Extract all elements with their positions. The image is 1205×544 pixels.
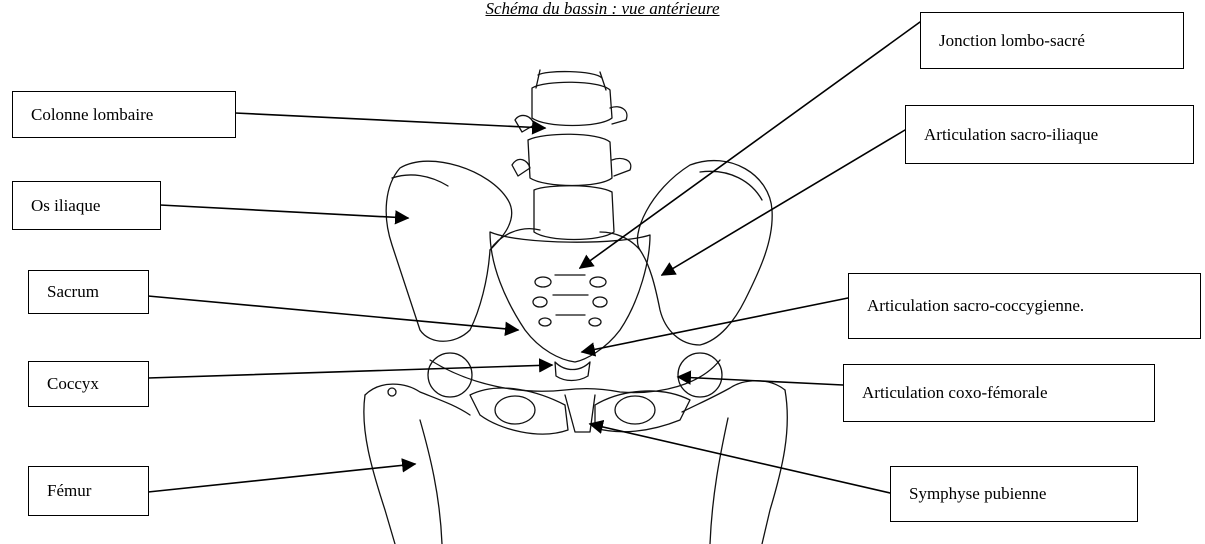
label-articulation-sacro-iliaque: Articulation sacro-iliaque (905, 105, 1194, 164)
coccyx-and-pubis-drawing (430, 360, 720, 434)
label-sacrum: Sacrum (28, 270, 149, 314)
label-articulation-coxo-femorale: Articulation coxo-fémorale (843, 364, 1155, 422)
label-symphyse-pubienne: Symphyse pubienne (890, 466, 1138, 522)
label-os-iliaque: Os iliaque (12, 181, 161, 230)
label-femur: Fémur (28, 466, 149, 516)
label-coccyx: Coccyx (28, 361, 149, 407)
label-articulation-sacro-coccygienne: Articulation sacro-coccygienne. (848, 273, 1201, 339)
right-iliac-drawing (600, 161, 772, 345)
left-femur-drawing (364, 353, 472, 544)
left-iliac-drawing (386, 161, 540, 341)
label-jonction-lombo-sacre: Jonction lombo-sacré (920, 12, 1184, 69)
lumbar-spine-drawing (512, 70, 631, 240)
label-colonne-lombaire: Colonne lombaire (12, 91, 236, 138)
